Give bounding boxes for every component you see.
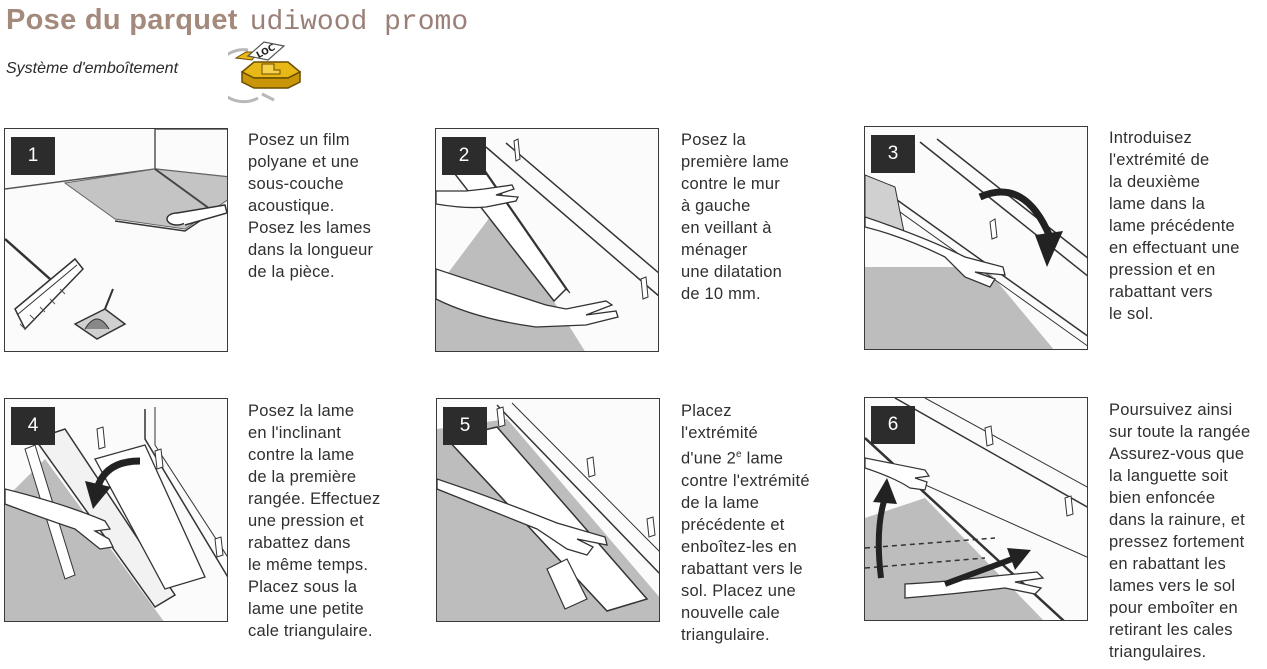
step-2-text: Posez la première lame contre le mur à g… <box>681 129 841 305</box>
step-text-line: la languette soit <box>1109 467 1228 485</box>
step-text-line: acoustique. <box>248 197 335 215</box>
step-text-line: une pression et <box>248 512 364 530</box>
step-text-line: Posez la lame <box>248 402 355 420</box>
step-number-badge: 5 <box>443 407 487 445</box>
step-text-line: en l'inclinant <box>248 424 342 442</box>
step-text-line: rabattant vers <box>1109 283 1213 301</box>
step-text-line: l'extrémité <box>681 424 758 442</box>
step-4-text: Posez la lame en l'inclinant contre la l… <box>248 400 408 642</box>
step-text-line: précédente et <box>681 515 785 534</box>
step-text-line: retirant les cales <box>1109 621 1233 639</box>
step-text-line: en veillant à <box>681 219 772 237</box>
step-1-illustration: 1 <box>4 128 228 352</box>
step-text-line: polyane et une <box>248 153 360 171</box>
step-text-line: première lame <box>681 153 790 171</box>
step-number-badge: 3 <box>871 135 915 173</box>
step-text-line: triangulaire. <box>681 625 770 644</box>
title-brand: udiwood promo <box>249 7 469 38</box>
step-text-line: Introduisez <box>1109 129 1192 147</box>
step-text-line: dans la rainure, et <box>1109 511 1245 529</box>
step-text-line: lames vers le sol <box>1109 577 1236 595</box>
step-text-line: d'une 2e lame <box>681 449 784 468</box>
step-text-line: pour emboîter en <box>1109 599 1238 617</box>
step-text-line: enboîtez-les en <box>681 537 797 556</box>
step-text-line: lame précédente <box>1109 217 1235 235</box>
loc-system-logo: LOC <box>228 41 302 104</box>
step-3-text: Introduisez l'extrémité de la deuxième l… <box>1109 127 1267 325</box>
step-text-line: pressez fortement <box>1109 533 1245 551</box>
step-text-line: Poursuivez ainsi <box>1109 401 1233 419</box>
step-4-illustration: 4 <box>4 398 228 622</box>
subtitle: Système d'emboîtement <box>6 60 179 77</box>
step-text-line: Posez les lames <box>248 219 372 237</box>
step-number-badge: 6 <box>871 406 915 444</box>
step-number-badge: 2 <box>442 137 486 175</box>
step-3-illustration: 3 <box>864 126 1088 350</box>
step-text-line: l'extrémité de <box>1109 151 1210 169</box>
step-text-line: pression et en <box>1109 261 1216 279</box>
step-text-line: triangulaires. <box>1109 643 1207 661</box>
step-6-illustration: 6 <box>864 397 1088 621</box>
page-title: Pose du parquet udiwood promo <box>6 2 468 41</box>
step-text-line: de la pièce. <box>248 263 335 281</box>
step-text-line: en rabattant les <box>1109 555 1226 573</box>
step-5-text: Placez l'extrémité d'une 2e lame contre … <box>681 400 841 646</box>
step-text-line: ménager <box>681 241 748 259</box>
step-text-line: rangée. Effectuez <box>248 490 381 508</box>
step-text-line: à gauche <box>681 197 751 215</box>
step-text-line: de la lame <box>681 493 760 512</box>
step-text-line: lame une petite <box>248 600 364 618</box>
step-text-line: Posez la <box>681 131 746 149</box>
step-text-line: rabattez dans <box>248 534 351 552</box>
step-text-line: de 10 mm. <box>681 285 761 303</box>
step-text-line: sous-couche <box>248 175 344 193</box>
step-text-line: Placez <box>681 402 732 420</box>
step-text-line: sol. Placez une <box>681 581 796 600</box>
step-number-badge: 4 <box>11 407 55 445</box>
step-text-line: cale triangulaire. <box>248 622 373 640</box>
step-2-illustration: 2 <box>435 128 659 352</box>
step-text-line: contre la lame <box>248 446 355 464</box>
step-text-line: une dilatation <box>681 263 782 281</box>
step-number-badge: 1 <box>11 137 55 175</box>
step-text-line: contre l'extrémité <box>681 471 810 490</box>
step-text-line: bien enfoncée <box>1109 489 1216 507</box>
step-5-illustration: 5 <box>436 398 660 622</box>
step-text-line: Placez sous la <box>248 578 358 596</box>
title-main: Pose du parquet <box>6 4 238 36</box>
step-text-line: en effectuant une <box>1109 239 1240 257</box>
step-text-line: dans la longueur <box>248 241 374 259</box>
step-text-line: Assurez-vous que <box>1109 445 1245 463</box>
step-text-line: le même temps. <box>248 556 369 574</box>
step-text-line: rabattant vers le <box>681 559 803 578</box>
step-text-line: le sol. <box>1109 305 1154 323</box>
step-text-line: Posez un film <box>248 131 350 149</box>
step-6-text: Poursuivez ainsi sur toute la rangée Ass… <box>1109 399 1267 663</box>
step-text-line: de la première <box>248 468 357 486</box>
step-text-line: contre le mur <box>681 175 780 193</box>
step-1-text: Posez un film polyane et une sous-couche… <box>248 129 408 283</box>
step-text-line: nouvelle cale <box>681 603 780 622</box>
step-text-line: lame dans la <box>1109 195 1205 213</box>
step-text-line: sur toute la rangée <box>1109 423 1251 441</box>
step-text-line: la deuxième <box>1109 173 1201 191</box>
